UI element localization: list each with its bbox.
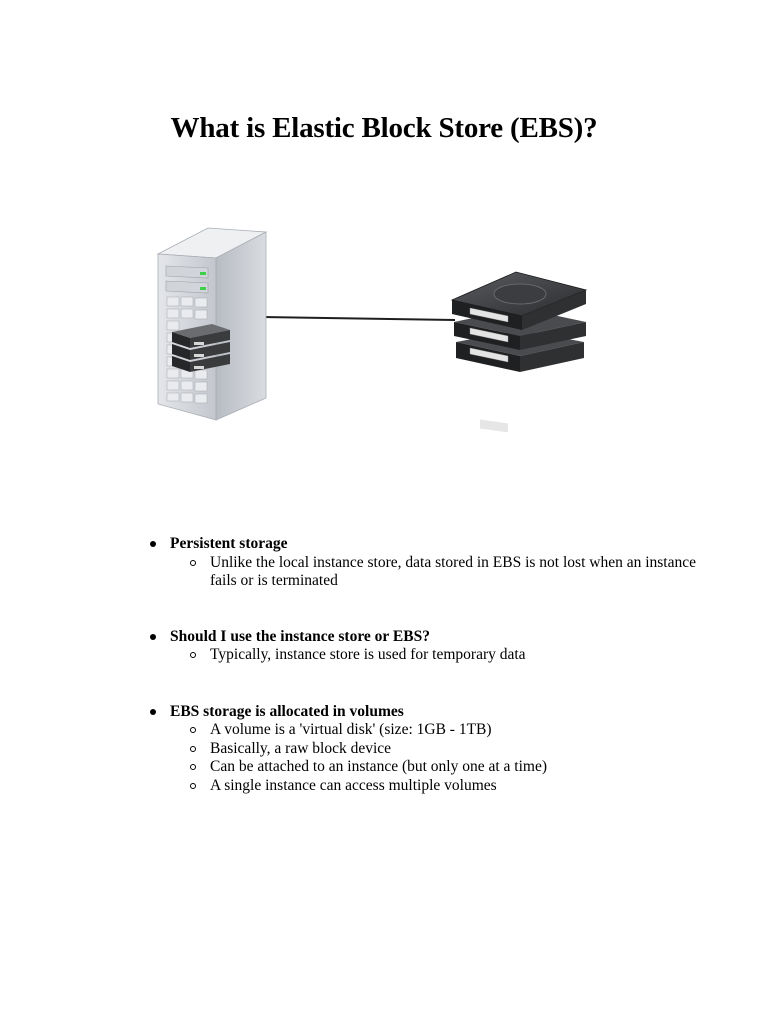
page-title: What is Elastic Block Store (EBS)? <box>170 112 598 144</box>
sub-list: A volume is a 'virtual disk' (size: 1GB … <box>150 721 710 795</box>
section-heading: Should I use the instance store or EBS? <box>150 628 710 647</box>
hard-disk-stack-icon <box>450 271 588 433</box>
section-volumes: EBS storage is allocated in volumes A vo… <box>150 703 710 796</box>
list-item: A volume is a 'virtual disk' (size: 1GB … <box>190 721 710 740</box>
server-tower-icon <box>156 227 268 421</box>
sub-list: Unlike the local instance store, data st… <box>150 554 710 591</box>
local-disk-stack-icon <box>172 324 230 372</box>
sub-list: Typically, instance store is used for te… <box>150 646 710 665</box>
section-persistent-storage: Persistent storage Unlike the local inst… <box>150 535 710 591</box>
list-item: Typically, instance store is used for te… <box>190 646 710 665</box>
list-item: Basically, a raw block device <box>190 740 710 759</box>
list-item: A single instance can access multiple vo… <box>190 777 710 796</box>
list-item: Unlike the local instance store, data st… <box>190 554 710 591</box>
section-heading: EBS storage is allocated in volumes <box>150 703 710 722</box>
section-heading: Persistent storage <box>150 535 710 554</box>
ebs-illustration <box>156 227 588 433</box>
connection-line <box>261 316 456 321</box>
section-instance-store-or-ebs: Should I use the instance store or EBS? … <box>150 628 710 665</box>
list-item: Can be attached to an instance (but only… <box>190 758 710 777</box>
bullet-list: Persistent storage Unlike the local inst… <box>150 535 710 795</box>
